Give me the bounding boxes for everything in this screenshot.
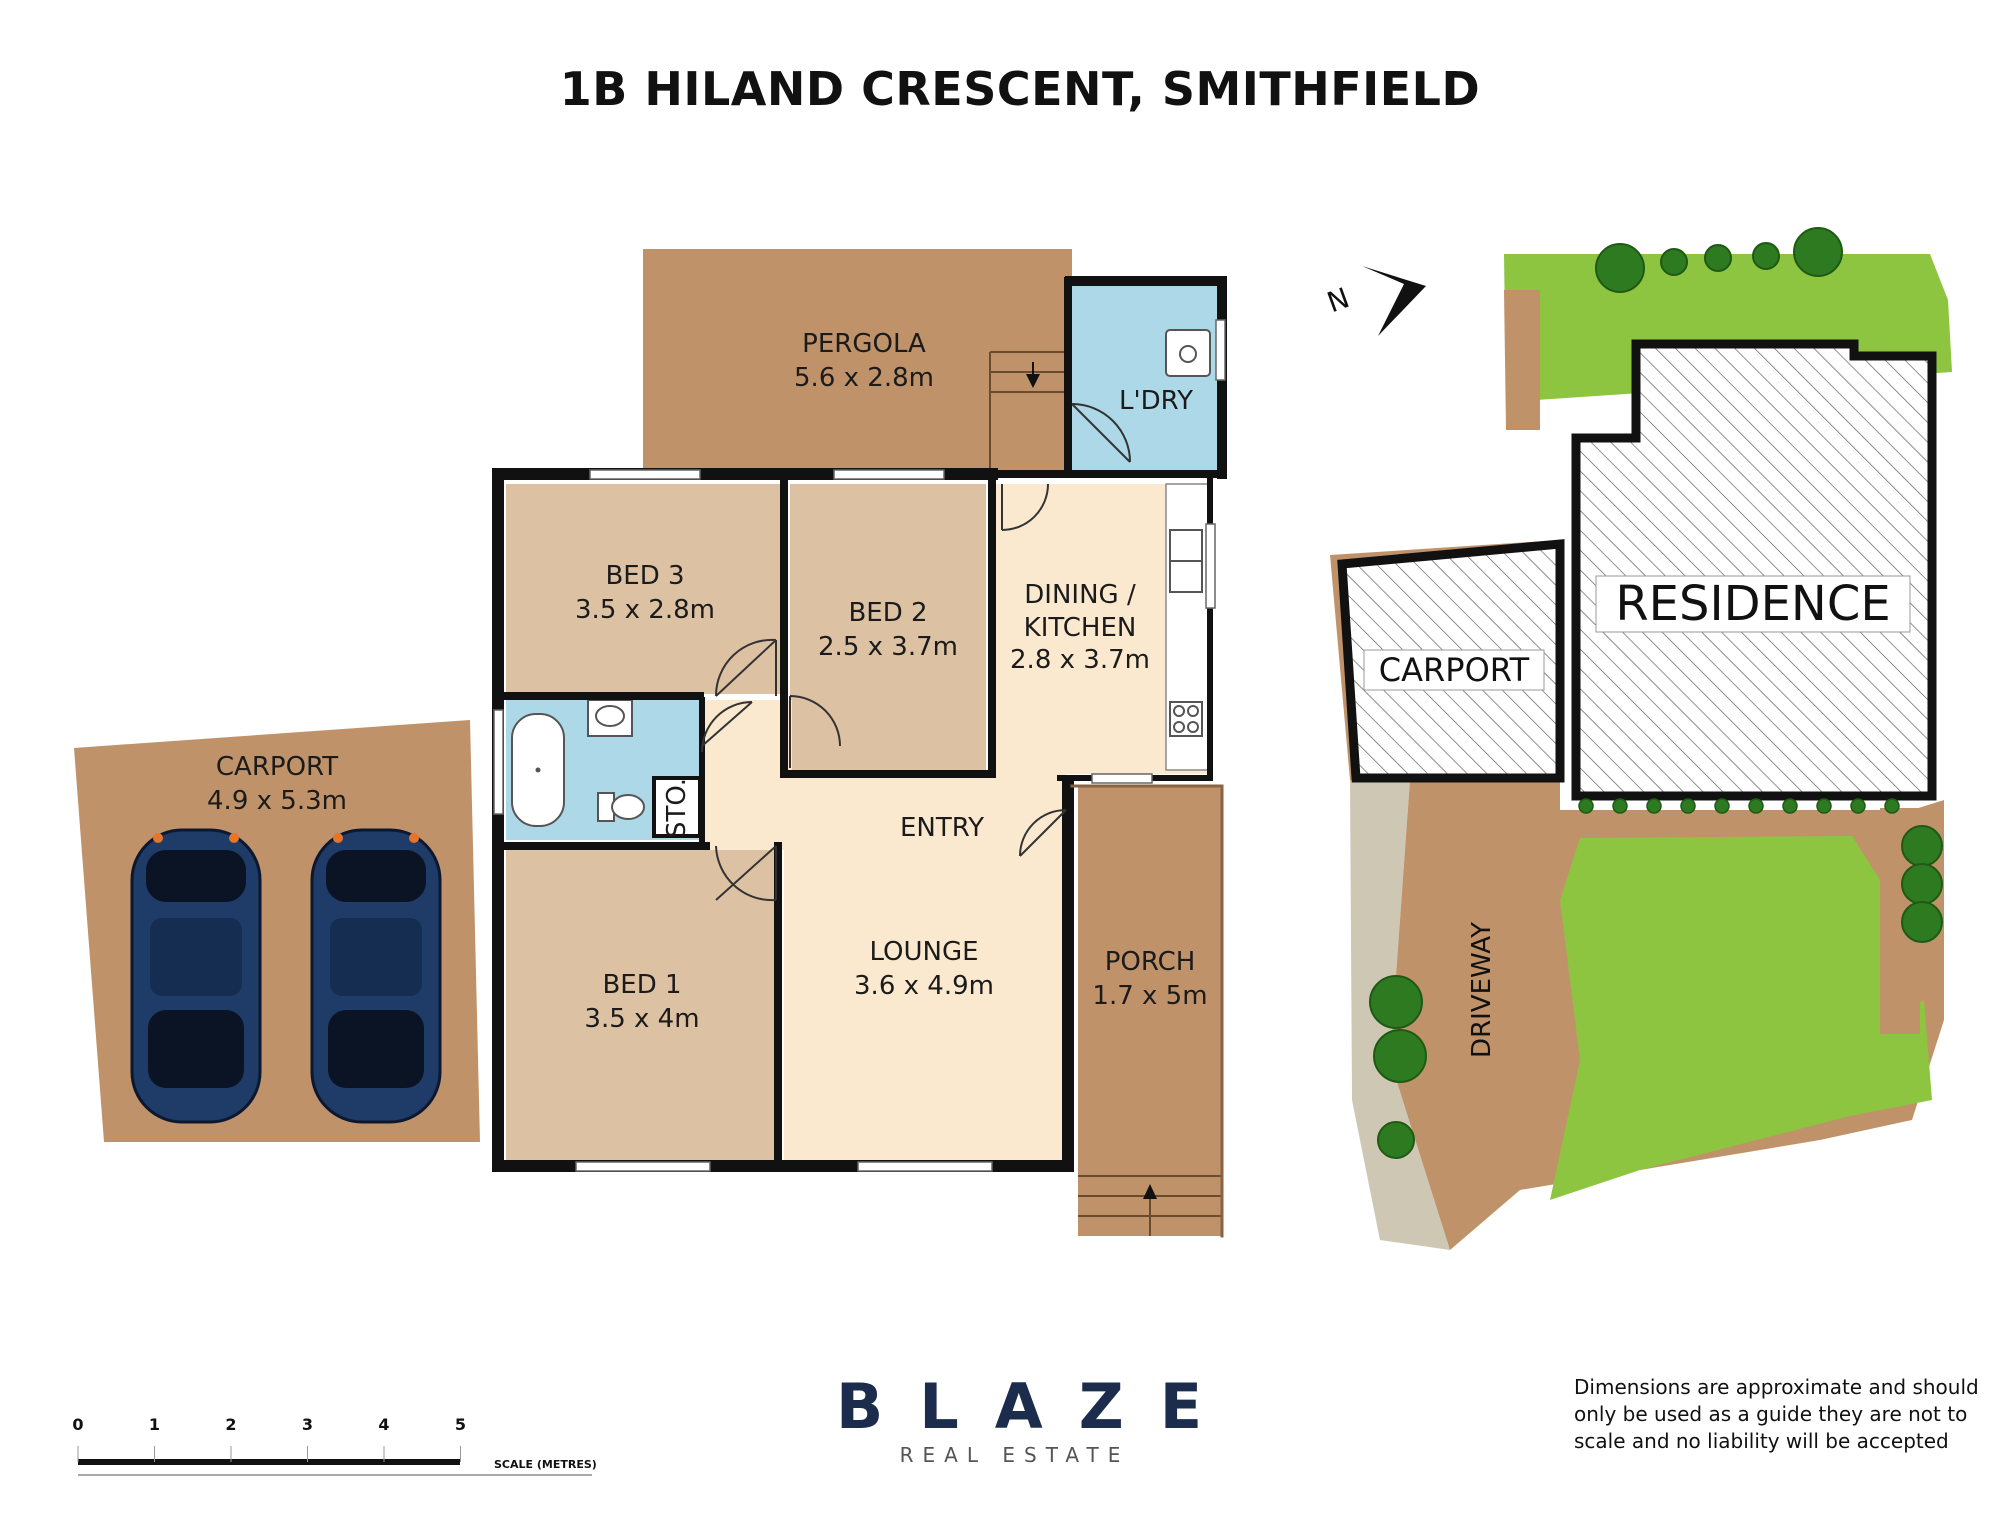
scale-tick-label: 1 [149,1415,160,1434]
disclaimer-text: Dimensions are approximate and should on… [1574,1375,1979,1453]
porch-area [1078,786,1222,1236]
driveway-label: DRIVEWAY [1467,922,1497,1058]
pergola-steps [989,351,1072,471]
residence-label: RESIDENCE [1615,576,1890,632]
laundry-tub [1165,329,1211,377]
scale-tick-label: 0 [72,1415,83,1434]
scale-tick-label: 2 [225,1415,236,1434]
brand-logo: BLAZE REAL ESTATE [800,1372,1220,1468]
carport-size: 4.9 x 5.3m [207,786,347,816]
residence-label-box [1595,575,1911,633]
bed3-room [506,484,784,694]
porch-steps [1078,1175,1222,1236]
porch-size: 1.7 x 5m [1092,981,1207,1011]
lounge-size: 3.6 x 4.9m [854,971,994,1001]
lounge-label: LOUNGE [869,937,978,967]
path-rear [1504,290,1540,430]
car-right [310,828,442,1124]
tree-icons [1369,227,1943,1159]
plan-title: 1B HILAND CRESCENT, SMITHFIELD [559,62,1481,116]
scale-tick-label: 4 [378,1415,389,1434]
carport-label: CARPORT [216,752,338,782]
bed1-label: BED 1 [602,970,681,1000]
pergola-size: 5.6 x 2.8m [794,363,934,393]
north-label: N [1323,281,1354,319]
up-arrow-icon [1143,1184,1157,1199]
pergola-label: PERGOLA [802,329,926,359]
scale-bar: 0 1 2 3 4 5 SCALE (METRES) [72,1415,597,1476]
down-arrow-icon [1026,374,1040,388]
cooktop-icon [1169,701,1203,737]
site-carport-label: CARPORT [1379,651,1530,689]
scale-label: SCALE (METRES) [494,1458,597,1471]
porch-label: PORCH [1105,947,1196,977]
site-carport-label-box [1363,649,1545,691]
bed1-size: 3.5 x 4m [584,1004,699,1034]
laundry-label: L'DRY [1119,386,1193,416]
pergola-area [643,249,1072,471]
dining-label: DINING / [1024,580,1136,610]
brand-name: BLAZE [836,1370,1239,1443]
bed2-room [790,484,986,774]
bed3-size: 3.5 x 2.8m [575,595,715,625]
residence-building [1571,339,1937,801]
entry-lounge-room [784,774,1066,1160]
car-left [130,828,262,1124]
kitchen-label: KITCHEN [1024,613,1137,643]
verge-strip [1350,780,1450,1250]
dining-size: 2.8 x 3.7m [1010,645,1150,675]
hedge-row [1578,798,1900,814]
north-arrow-icon: N [1323,266,1426,336]
scale-tick-label: 3 [302,1415,313,1434]
door-swings [701,403,1131,902]
brand-tagline: REAL ESTATE [899,1443,1130,1467]
bed2-label: BED 2 [848,598,927,628]
entry-hall [702,700,792,850]
scale-tick-label: 5 [455,1415,466,1434]
bed2-size: 2.5 x 3.7m [818,632,958,662]
walls [492,276,1227,1238]
bed1-room [506,850,778,1160]
storage-label: STO. [662,778,692,838]
windows [493,319,1226,1172]
entry-label: ENTRY [900,813,984,843]
bed3-label: BED 3 [605,561,684,591]
lawn-front [1550,836,1932,1200]
toilet-icon [597,792,645,822]
